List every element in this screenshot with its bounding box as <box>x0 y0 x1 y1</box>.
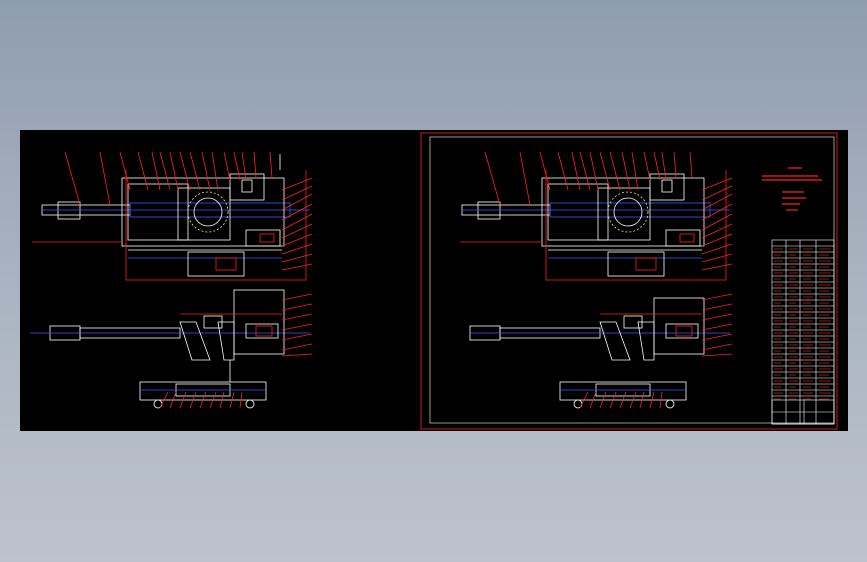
parts-list-table <box>771 239 835 425</box>
side-motor <box>245 323 279 339</box>
side-view-right <box>469 293 733 409</box>
gearbox <box>177 187 231 241</box>
side-cabinet <box>233 289 285 355</box>
cad-drawing <box>30 132 838 430</box>
side-motor-detail <box>255 325 273 337</box>
gripper-block <box>57 201 81 220</box>
top-view-right <box>460 151 733 281</box>
arm-rail <box>129 202 291 218</box>
technical-notes-block <box>762 167 822 211</box>
left-sheet <box>30 151 313 409</box>
top-view-left <box>32 151 313 281</box>
body-panel <box>127 183 189 241</box>
side-base <box>139 381 267 401</box>
leader-lines-right <box>281 177 313 271</box>
motor-detail <box>241 179 253 193</box>
right-sheet <box>420 132 838 430</box>
rotary-arc <box>187 191 229 233</box>
side-leaders-right <box>281 293 313 357</box>
side-link-left <box>179 321 211 361</box>
leader-lines-top <box>64 151 273 206</box>
carriage <box>187 251 245 277</box>
wheel-right <box>245 399 255 409</box>
carriage-detail <box>215 257 237 271</box>
drive-unit <box>245 229 281 247</box>
sheet-border-outer <box>420 132 838 430</box>
cad-drawing-viewport[interactable] <box>20 130 848 431</box>
side-joint <box>203 315 223 329</box>
dimension-frame <box>125 170 307 281</box>
side-view-left <box>30 289 313 409</box>
side-link-right <box>217 321 235 361</box>
rotary-disc <box>193 197 223 227</box>
main-body <box>121 177 285 247</box>
motor-box <box>229 173 265 201</box>
base-leaders <box>159 391 243 409</box>
drive-unit-detail <box>259 233 275 243</box>
